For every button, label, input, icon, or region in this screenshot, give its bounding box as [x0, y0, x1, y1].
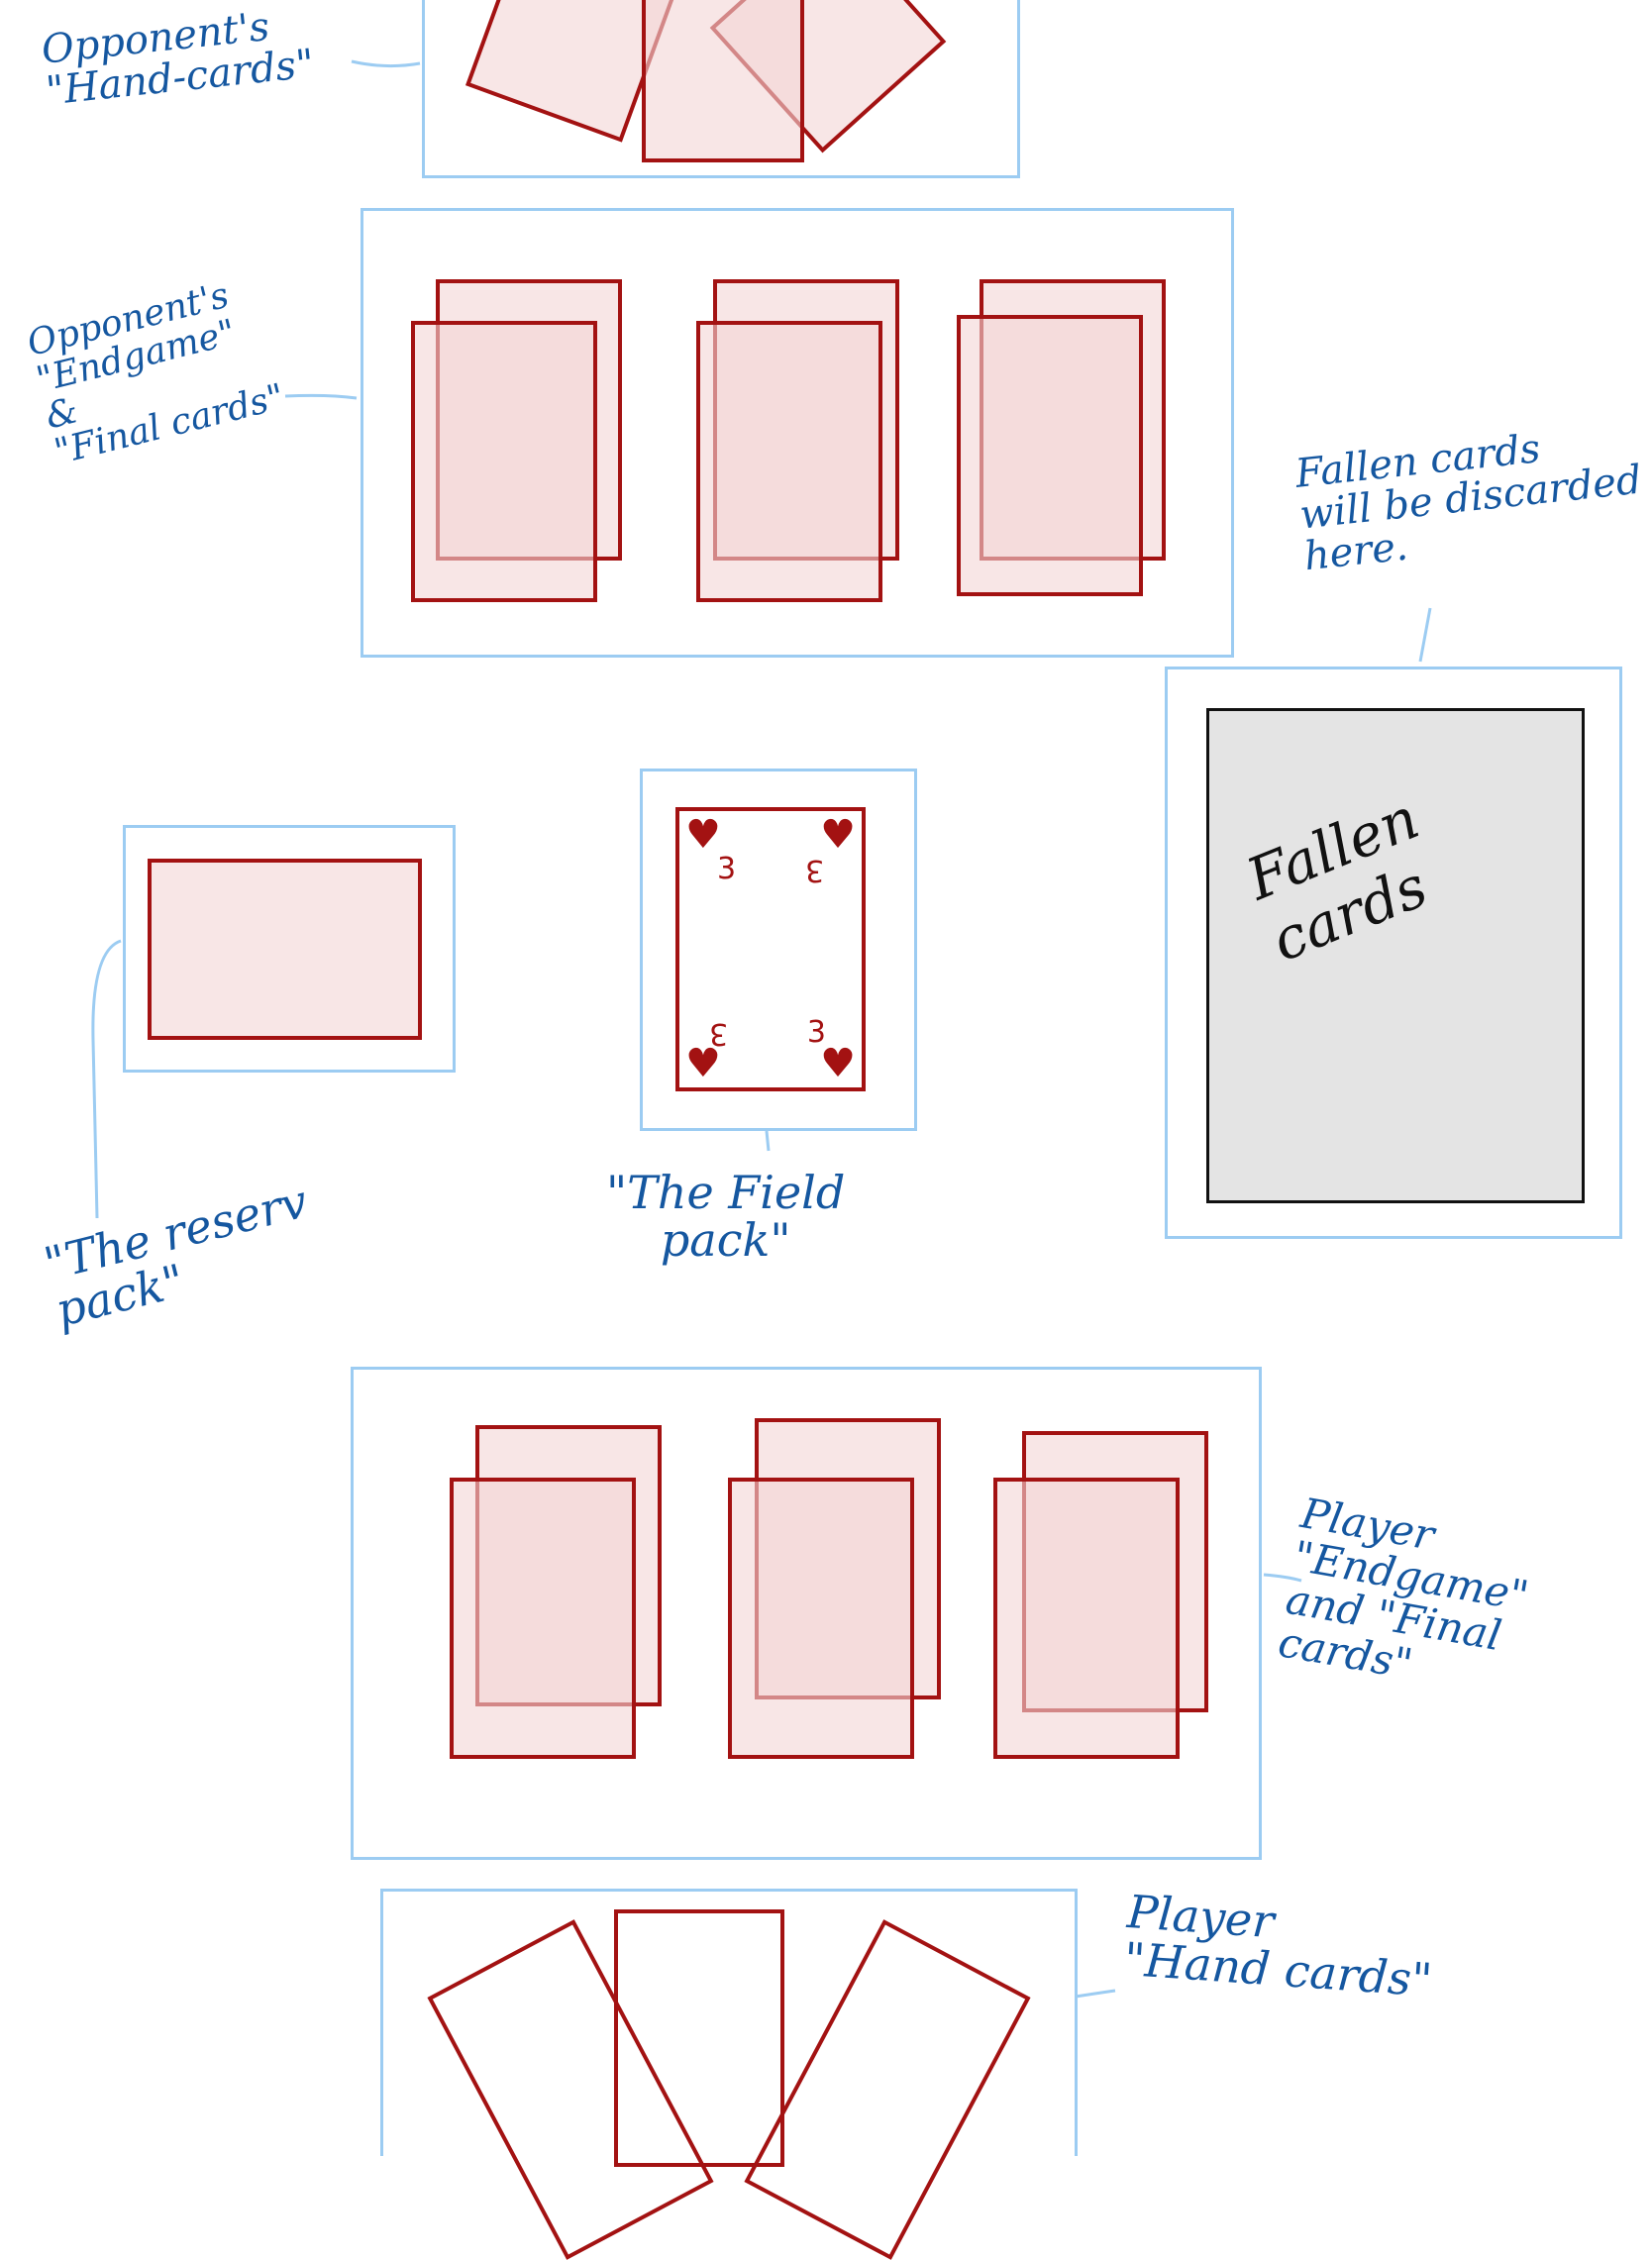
reserve-pack-zone [123, 825, 456, 1073]
opponent-endgame-zone [361, 208, 1234, 658]
annotation-connectors [91, 59, 1432, 1999]
fallen-cards-zone [1165, 667, 1622, 1239]
player-endgame-zone [351, 1367, 1262, 1860]
field-pack-top-card[interactable]: ♥ 3 ♥ 3 ♥ 3 ♥ 3 [675, 807, 866, 1091]
card-rank: 3 [806, 1015, 826, 1050]
fallen-cards-slot[interactable] [1206, 708, 1585, 1203]
game-board: ♥ 3 ♥ 3 ♥ 3 ♥ 3 Fallen cards Opponent's … [24, 0, 1644, 2260]
heart-icon: ♥ [685, 1041, 721, 1086]
player-final-card[interactable] [993, 1478, 1180, 1759]
heart-icon: ♥ [685, 812, 721, 858]
player-final-card[interactable] [450, 1478, 636, 1759]
player-final-card[interactable] [728, 1478, 914, 1759]
card-rank: 3 [804, 853, 824, 887]
heart-icon: ♥ [820, 1041, 856, 1086]
player-hand-zone [380, 1889, 1078, 2156]
field-pack-zone [640, 769, 917, 1131]
opponent-hand-card-center[interactable] [642, 0, 804, 162]
opponent-hand-zone [422, 0, 1020, 178]
card-rank: 3 [709, 1016, 729, 1051]
player-hand-card-center[interactable] [614, 1909, 784, 2167]
opponent-final-card[interactable] [957, 315, 1143, 596]
reserve-pack-card[interactable] [148, 859, 422, 1040]
opponent-final-card[interactable] [696, 321, 882, 602]
card-rank: 3 [717, 852, 737, 886]
player-hand-label: Player "Hand cards" [1122, 1885, 1434, 2007]
field-pack-label: "The Field pack" [606, 1166, 846, 1268]
heart-icon: ♥ [820, 812, 856, 858]
opponent-final-card[interactable] [411, 321, 597, 602]
